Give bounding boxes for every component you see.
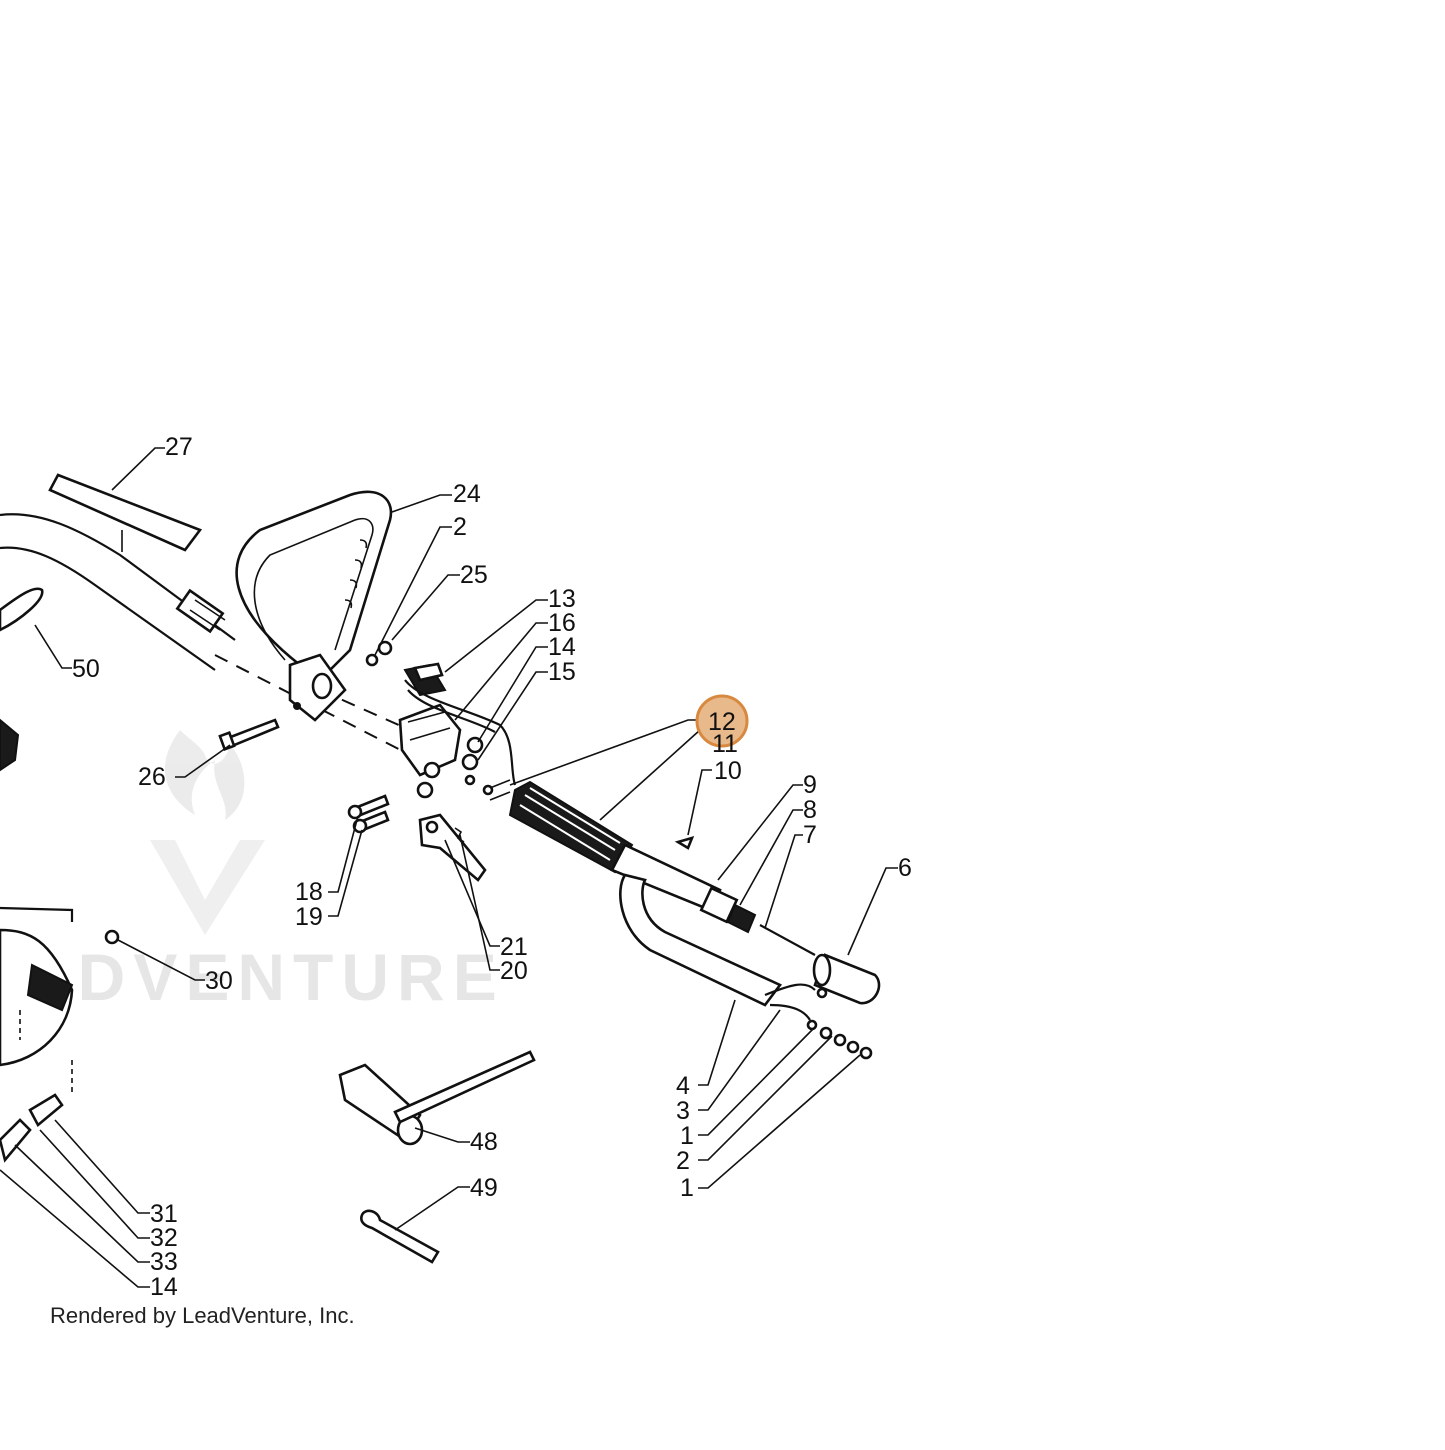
callout-9[interactable]: 9 [803, 771, 817, 799]
part-24-handle [235, 490, 393, 722]
callout-12[interactable]: 12 [708, 708, 736, 736]
part-20-21-trigger [418, 813, 487, 882]
callout-7[interactable]: 7 [803, 821, 817, 849]
callout-10[interactable]: 10 [714, 757, 742, 785]
callout-14b[interactable]: 14 [150, 1273, 178, 1301]
callout-18[interactable]: 18 [295, 878, 323, 906]
callout-6[interactable]: 6 [898, 854, 912, 882]
callout-30[interactable]: 30 [205, 967, 233, 995]
callout-27[interactable]: 27 [165, 433, 193, 461]
part-10-clip [674, 836, 695, 850]
callout-19[interactable]: 19 [295, 903, 323, 931]
callout-31[interactable]: 31 [150, 1200, 178, 1228]
callout-2[interactable]: 2 [453, 513, 467, 541]
callout-2b[interactable]: 2 [676, 1147, 690, 1175]
upper-shaft [0, 513, 421, 761]
part-27-decal [48, 473, 203, 552]
throttle-housing [398, 662, 517, 799]
part-18-19-screws [347, 794, 390, 834]
watermark-text: EADVENTURE [0, 940, 505, 1014]
gear-head-partial [0, 906, 74, 1163]
callout-13[interactable]: 13 [548, 585, 576, 613]
callout-48[interactable]: 48 [470, 1128, 498, 1156]
part-50 [0, 587, 44, 772]
callout-4[interactable]: 4 [676, 1072, 690, 1100]
part-26-bolt [218, 718, 280, 751]
callout-15[interactable]: 15 [548, 658, 576, 686]
callout-11[interactable]: 11 [712, 730, 738, 758]
callout-20[interactable]: 20 [500, 957, 528, 985]
part-48-wrench [338, 1050, 536, 1146]
part-49-spanner [360, 1209, 440, 1264]
callout-26[interactable]: 26 [138, 763, 166, 791]
callout-1[interactable]: 1 [680, 1122, 694, 1150]
callout-49[interactable]: 49 [470, 1174, 498, 1202]
callout-25[interactable]: 25 [460, 561, 488, 589]
part-30-screw [104, 929, 120, 945]
callout-21[interactable]: 21 [500, 933, 528, 961]
callout-3[interactable]: 3 [676, 1097, 690, 1125]
callout-labels: 27 24 2 25 13 16 14 15 50 12 11 10 9 8 7… [72, 433, 912, 1301]
callout-1b[interactable]: 1 [680, 1174, 694, 1202]
watermark-logo-icon [150, 730, 265, 935]
callout-50[interactable]: 50 [72, 655, 100, 683]
leader-lines [0, 447, 898, 1288]
callout-24[interactable]: 24 [453, 480, 481, 508]
callout-16[interactable]: 16 [548, 609, 576, 637]
callout-14[interactable]: 14 [548, 633, 576, 661]
footer-credit: Rendered by LeadVenture, Inc. [50, 1303, 355, 1328]
part-7-8-9-cable [699, 886, 816, 956]
part-25-screw [365, 640, 393, 667]
callout-8[interactable]: 8 [803, 796, 817, 824]
part-6-cap [812, 953, 881, 1005]
callout-highlight[interactable] [695, 694, 749, 748]
callout-33[interactable]: 33 [150, 1248, 178, 1276]
callout-32[interactable]: 32 [150, 1224, 178, 1252]
